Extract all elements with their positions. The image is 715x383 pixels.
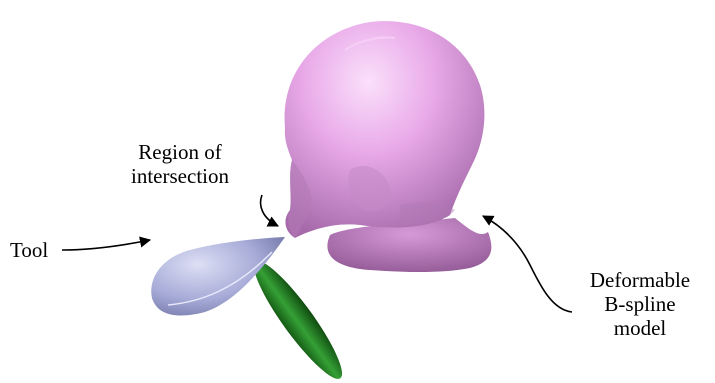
deformable-model-label: Deformable B-spline model [575, 268, 705, 340]
tool-handle [244, 253, 353, 383]
region-arrow [261, 195, 278, 226]
tool-label: Tool [10, 238, 48, 262]
tool-arrow [62, 240, 150, 250]
region-label-line1: Region of [105, 140, 255, 164]
region-label-line2: intersection [105, 164, 255, 188]
model-arrow [483, 216, 572, 312]
model-label-line1: Deformable [575, 268, 705, 292]
model-label-line2: B-spline [575, 292, 705, 316]
region-of-intersection-label: Region of intersection [105, 140, 255, 188]
model-label-line3: model [575, 316, 705, 340]
